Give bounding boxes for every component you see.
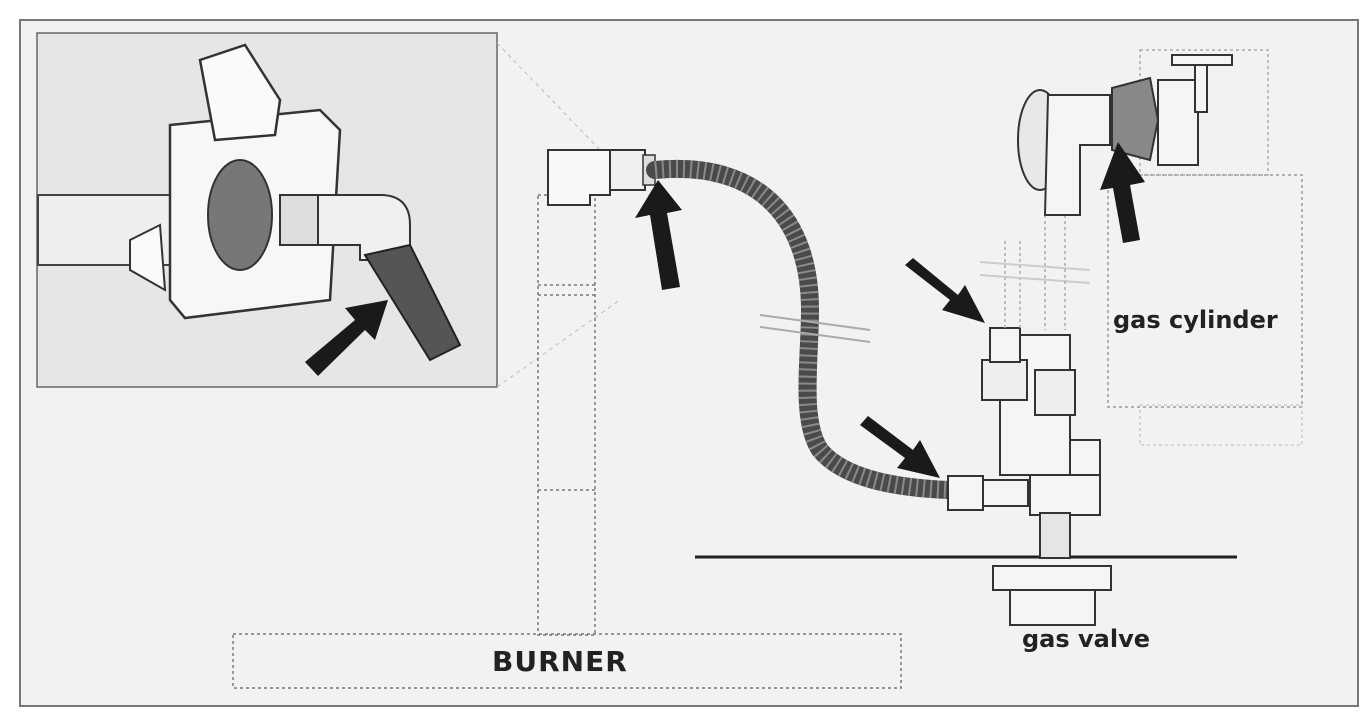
projection-line-bottom — [496, 299, 621, 388]
hose-break-mark — [759, 314, 871, 343]
gas-cylinder-outline — [1107, 174, 1303, 408]
gas-cylinder-base — [1139, 404, 1303, 446]
valve-right-knob — [1034, 369, 1076, 416]
valve-stem — [1039, 512, 1071, 559]
cylinder-regulator — [1017, 54, 1233, 216]
gas-valve-assembly — [947, 327, 1112, 626]
valve-lower-block — [1029, 474, 1101, 516]
regulator-pipe-break — [979, 261, 1091, 284]
burner-base — [232, 633, 902, 689]
gas-valve-label: gas valve — [1022, 625, 1151, 653]
valve-inlet-fitting — [982, 479, 1029, 507]
cylinder-valve-handwheel — [1171, 54, 1233, 66]
valve-lower-housing — [1009, 589, 1096, 626]
valve-hose-nut — [947, 475, 984, 511]
regulator-pipe-upper — [1044, 215, 1066, 330]
inset-clamp-tab — [198, 43, 282, 142]
arrow-regulator-connection — [1100, 142, 1145, 243]
arrow-valve-top-connection — [905, 258, 985, 323]
arrow-burner-connection — [635, 180, 682, 290]
cylinder-valve-stem — [1194, 61, 1208, 113]
inset-nut — [279, 194, 321, 246]
gas-cylinder-label: gas cylinder — [1113, 306, 1278, 334]
burner-label: BURNER — [492, 645, 628, 678]
arrow-valve-inlet-connection — [860, 416, 940, 478]
valve-side-block — [1069, 439, 1101, 481]
valve-upper-nut — [981, 359, 1028, 401]
valve-upper-stem — [989, 327, 1021, 363]
gas-hose-ribs — [654, 159, 949, 499]
regulator-knurled-nut — [1111, 76, 1160, 162]
inset-detail — [36, 32, 498, 388]
burner-column — [537, 194, 596, 636]
regulator-elbow — [1043, 94, 1111, 216]
inset-orifice — [207, 159, 273, 271]
valve-flange — [992, 565, 1112, 591]
inset-elbow — [317, 194, 411, 261]
cylinder-valve-body — [1157, 79, 1199, 166]
burner-elbow-fitting — [609, 149, 646, 191]
regulator-pipe — [1004, 240, 1021, 328]
inset-clamp-lever — [129, 223, 167, 292]
arrow-inset-connection — [305, 300, 388, 376]
projection-line-top — [496, 42, 601, 151]
inset-hose — [363, 243, 462, 362]
